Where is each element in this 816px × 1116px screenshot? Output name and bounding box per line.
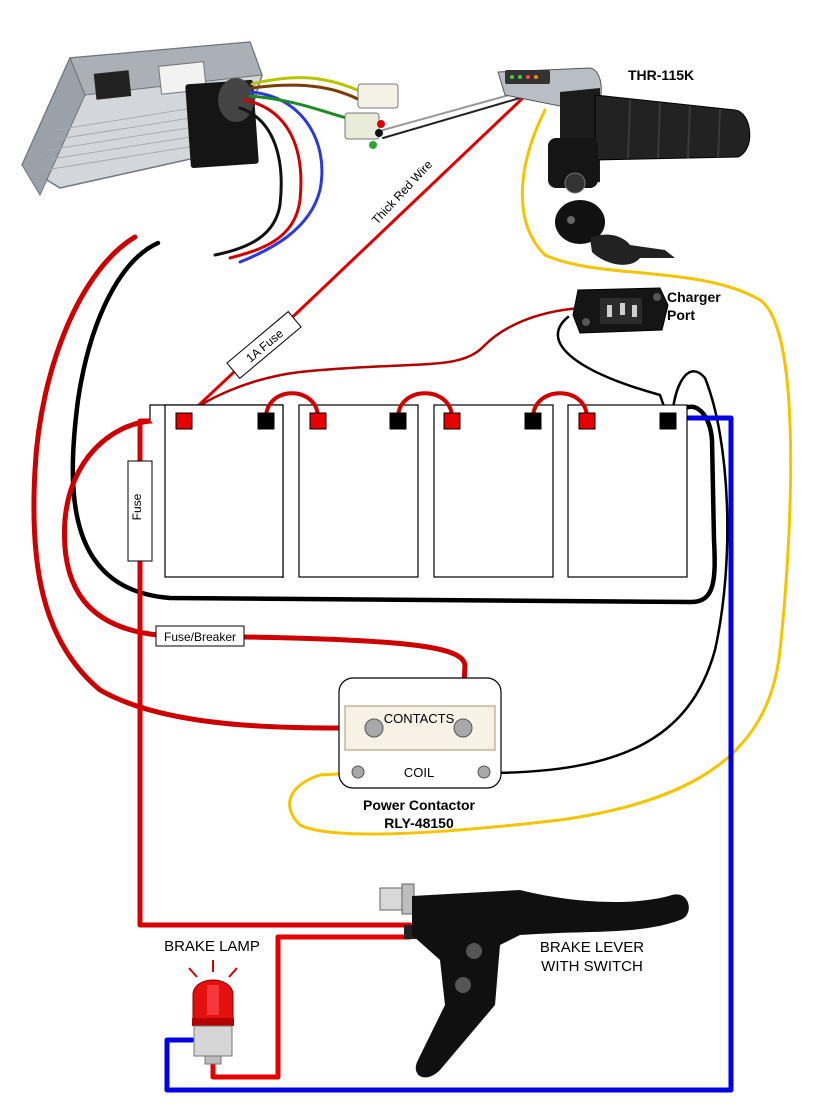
thick-red-wire	[181, 94, 527, 422]
battery-3	[433, 404, 554, 578]
fuse-main: Fuse	[127, 460, 153, 562]
brake-lamp-label: BRAKE LAMP	[164, 938, 260, 955]
brake-lever-label-line1: BRAKE LEVER	[540, 939, 644, 956]
red-brake-feed-wire	[137, 418, 413, 928]
blue-brake-return-wire	[164, 415, 734, 1093]
yellow-coil-wire	[288, 108, 793, 836]
red-controller-positive-wire	[31, 234, 375, 731]
ignition-key-icon	[555, 200, 675, 265]
twist-throttle-icon	[497, 67, 751, 194]
fuse-breaker: Fuse/Breaker	[155, 625, 245, 647]
battery-2	[298, 404, 419, 578]
contactor-title: Power Contactor	[363, 797, 476, 813]
brake-lever-label-line2: WITH SWITCH	[541, 958, 643, 975]
contactor-model: RLY-48150	[384, 815, 454, 831]
throttle-model-label: THR-115K	[628, 67, 694, 83]
black-main-negative-wire	[70, 240, 717, 605]
brake-lever-icon	[379, 883, 689, 1078]
throttle-ground-wire	[382, 97, 521, 139]
charger-label-line2: Port	[667, 307, 695, 323]
red-brake-lamp-wire	[210, 934, 413, 1080]
charger-socket-icon	[572, 287, 669, 334]
battery-pack	[149, 404, 688, 578]
power-contactor: CONTACTS COIL	[338, 677, 502, 789]
red-charger-positive-wire	[181, 306, 582, 422]
fuse-1a: 1A Fuse	[226, 310, 302, 380]
fuse-breaker-label: Fuse/Breaker	[164, 630, 236, 644]
battery-terminals	[175, 412, 677, 430]
battery-4	[567, 404, 688, 578]
black-charger-negative-wire	[556, 315, 670, 420]
contacts-label: CONTACTS	[384, 711, 455, 726]
motor-controller-icon	[21, 41, 399, 264]
red-contactor-feed-wire	[61, 418, 468, 731]
battery-jumpers	[264, 391, 589, 419]
coil-label: COIL	[404, 765, 434, 780]
black-coil-negative-wire	[482, 370, 729, 775]
brake-lamp-icon	[188, 960, 238, 1065]
charger-label-line1: Charger	[667, 289, 721, 305]
fuse-label: Fuse	[130, 493, 144, 520]
throttle-signal-wires	[382, 91, 521, 131]
